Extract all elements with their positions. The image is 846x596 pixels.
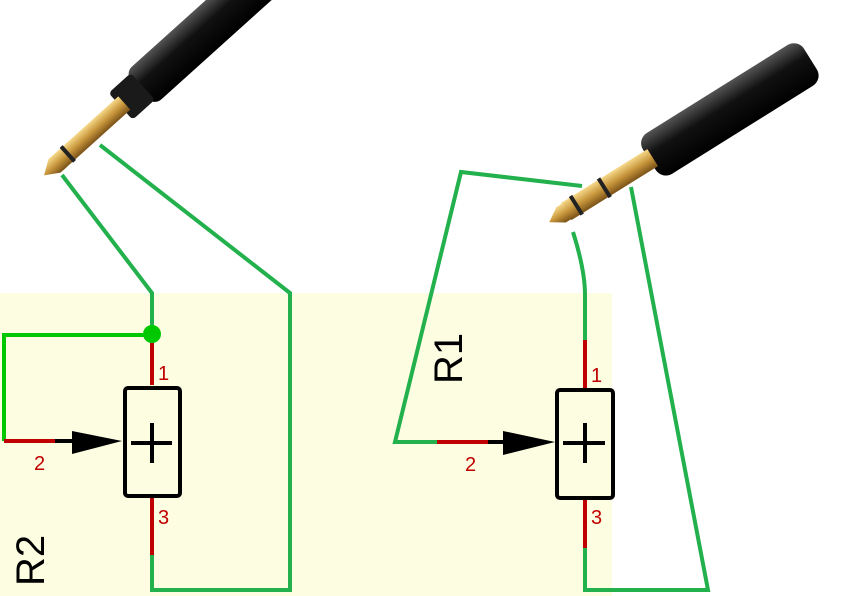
pin1-label: 1 [158,363,169,385]
junction-dot [143,325,161,343]
plus-icon [563,423,605,463]
tip-wire [571,231,587,340]
sleeve-wire [98,143,292,592]
designator-label: R2 [9,535,53,586]
potentiometer-body [123,386,182,498]
potentiometer-body [555,388,615,500]
right-wires [392,169,711,592]
plus-icon [131,423,172,463]
designator-label: R1 [427,333,471,384]
wiper-arrow-icon [503,431,555,455]
tip-wire [60,173,154,335]
wiper-link-wire [2,333,152,441]
sleeve-wire [583,186,711,592]
pin2-label: 2 [34,453,45,475]
pin2-label: 2 [465,454,476,476]
mono-jack-plug-image [44,0,277,176]
pin3-label: 3 [158,507,169,529]
pin1-label: 1 [591,365,602,387]
pin3-label: 3 [591,507,602,529]
left-wires [2,143,292,592]
wiper-arrow-icon [72,431,122,454]
stereo-jack-plug-image [549,43,819,223]
ring-wire [392,169,583,444]
